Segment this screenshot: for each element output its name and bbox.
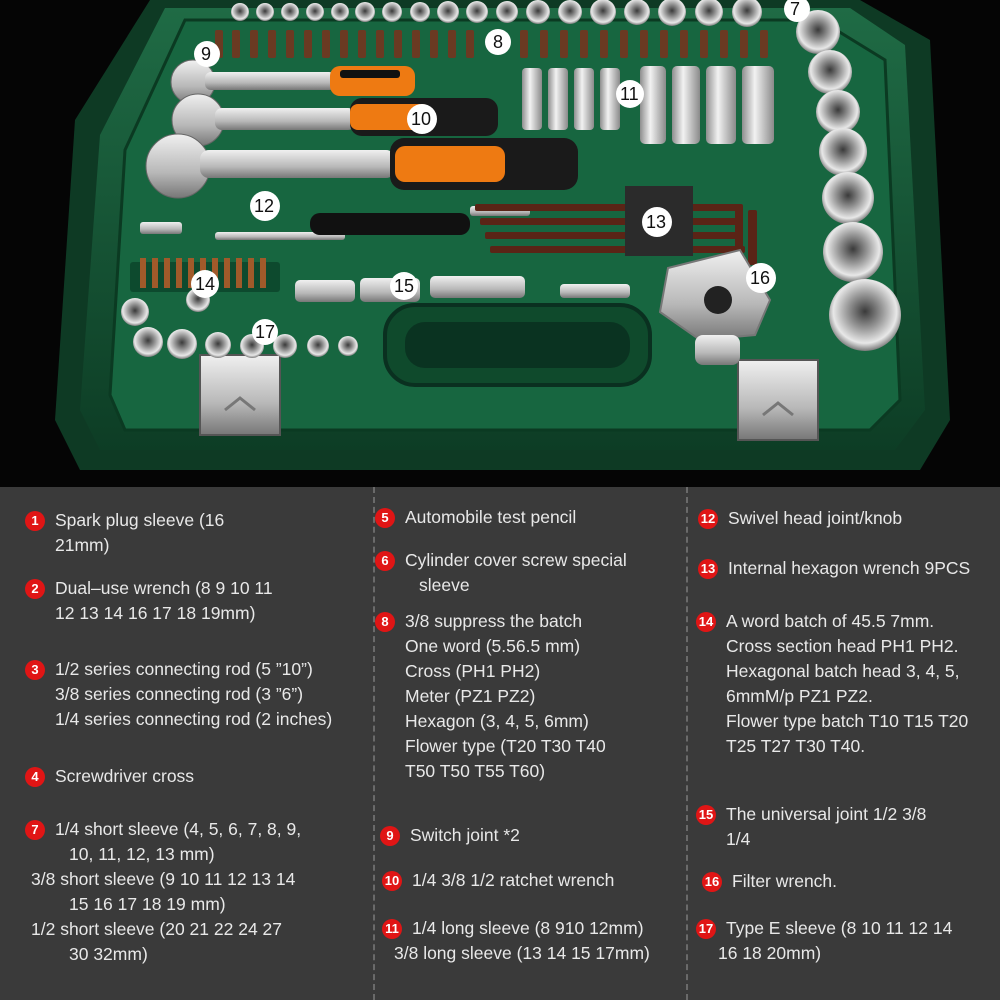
long-sockets [522, 66, 774, 144]
callout-17: 17 [255, 322, 275, 342]
callout-14: 14 [195, 274, 215, 294]
callout-8: 8 [493, 32, 503, 52]
hex-key-set [475, 186, 757, 265]
item-number-badge: 5 [375, 508, 395, 528]
item-number-badge: 16 [702, 872, 722, 892]
legend-item-4: 4 Screwdriver cross [25, 764, 194, 789]
legend-item-8: 8 3/8 suppress the batch One word (5.56.… [375, 609, 606, 784]
callout-9: 9 [201, 44, 211, 64]
item-number-badge: 11 [382, 919, 402, 939]
legend-item-1: 1 Spark plug sleeve (16 21mm) [25, 508, 224, 558]
legend-item-6: 6 Cylinder cover screw special sleeve [375, 548, 627, 598]
legend-column-1: 1 Spark plug sleeve (16 21mm) 2 Dual–use… [0, 487, 372, 1000]
bits-row [215, 30, 768, 58]
callout-10: 10 [411, 109, 431, 129]
item-number-badge: 13 [698, 559, 718, 579]
short-sockets-row [231, 0, 762, 27]
item-number-badge: 6 [375, 551, 395, 571]
item-number-badge: 1 [25, 511, 45, 531]
callout-labels: 7 8 9 10 11 12 13 14 15 16 17 [191, 0, 810, 345]
toolkit-photo: 7 8 9 10 11 12 13 14 15 16 17 [0, 0, 1000, 487]
item-number-badge: 14 [696, 612, 716, 632]
legend-item-11: 11 1/4 long sleeve (8 910 12mm) 3/8 long… [382, 916, 650, 966]
legend-item-13: 13 Internal hexagon wrench 9PCS [698, 556, 970, 581]
item-number-badge: 3 [25, 660, 45, 680]
item-number-badge: 12 [698, 509, 718, 529]
callout-15: 15 [394, 276, 414, 296]
latch-right [737, 359, 819, 441]
legend-item-10: 10 1/4 3/8 1/2 ratchet wrench [382, 868, 614, 893]
item-number-badge: 17 [696, 919, 716, 939]
legend-item-2: 2 Dual–use wrench (8 9 10 11 12 13 14 16… [25, 576, 273, 626]
column-divider [373, 487, 375, 1000]
item-number-badge: 2 [25, 579, 45, 599]
parts-legend: 1 Spark plug sleeve (16 21mm) 2 Dual–use… [0, 487, 1000, 1000]
latch-left [199, 354, 281, 436]
toolkit-case-illustration: 7 8 9 10 11 12 13 14 15 16 17 [55, 0, 950, 470]
item-number-badge: 15 [696, 805, 716, 825]
legend-item-14: 14 A word batch of 45.5 7mm. Cross secti… [696, 609, 968, 759]
legend-item-15: 15 The universal joint 1/2 3/8 1/4 [696, 802, 926, 852]
legend-item-3: 3 1/2 series connecting rod (5 ”10”) 3/8… [25, 657, 332, 732]
callout-12: 12 [254, 196, 274, 216]
ratchet-small [170, 59, 415, 105]
item-number-badge: 4 [25, 767, 45, 787]
legend-column-2: 5 Automobile test pencil 6 Cylinder cove… [375, 487, 685, 1000]
item-number-badge: 9 [380, 826, 400, 846]
legend-item-9: 9 Switch joint *2 [380, 823, 520, 848]
legend-item-12: 12 Swivel head joint/knob [698, 506, 902, 531]
legend-item-5: 5 Automobile test pencil [375, 505, 576, 530]
item-number-badge: 8 [375, 612, 395, 632]
legend-item-16: 16 Filter wrench. [702, 869, 837, 894]
legend-item-7: 7 1/4 short sleeve (4, 5, 6, 7, 8, 9, 10… [25, 817, 301, 967]
callout-13: 13 [646, 212, 666, 232]
column-divider [686, 487, 688, 1000]
callout-7: 7 [790, 0, 800, 19]
callout-11: 11 [620, 84, 639, 104]
filter-wrench [658, 248, 772, 365]
ratchet-large [145, 133, 578, 199]
large-sockets-column [796, 10, 901, 351]
legend-column-3: 12 Swivel head joint/knob 13 Internal he… [688, 487, 1000, 1000]
item-number-badge: 10 [382, 871, 402, 891]
callout-16: 16 [750, 268, 770, 288]
item-number-badge: 7 [25, 820, 45, 840]
legend-item-17: 17 Type E sleeve (8 10 11 12 14 16 18 20… [696, 916, 952, 966]
